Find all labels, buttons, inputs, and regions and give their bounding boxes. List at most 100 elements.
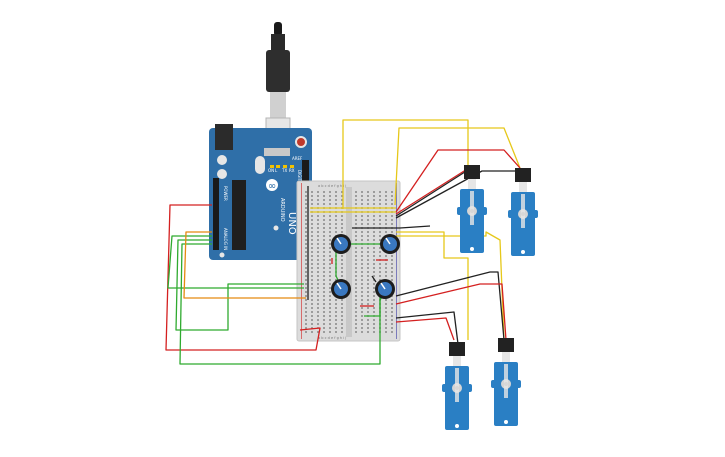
breadboard-hole bbox=[355, 319, 357, 321]
breadboard-hole bbox=[305, 195, 307, 197]
wire-yellow[interactable] bbox=[342, 119, 469, 209]
breadboard-hole bbox=[385, 219, 387, 221]
wire-black[interactable] bbox=[352, 225, 431, 229]
breadboard-hole bbox=[361, 303, 363, 305]
potentiometer[interactable] bbox=[331, 279, 351, 299]
breadboard-hole bbox=[385, 231, 387, 233]
wire-black[interactable] bbox=[395, 311, 459, 345]
breadboard-hole bbox=[341, 307, 343, 309]
breadboard-hole bbox=[341, 267, 343, 269]
breadboard-hole bbox=[317, 323, 319, 325]
breadboard-hole bbox=[329, 191, 331, 193]
breadboard-hole bbox=[391, 219, 393, 221]
reset-button[interactable] bbox=[295, 136, 307, 148]
breadboard-hole bbox=[385, 203, 387, 205]
breadboard-hole bbox=[391, 311, 393, 313]
wire-green[interactable] bbox=[167, 235, 304, 289]
microcontroller-chip bbox=[232, 180, 246, 250]
rx-led bbox=[290, 165, 294, 168]
breadboard-hole bbox=[317, 223, 319, 225]
wire-green[interactable] bbox=[179, 243, 381, 365]
power-rail-line bbox=[301, 183, 302, 339]
power-jack bbox=[215, 124, 233, 150]
breadboard-hole bbox=[373, 191, 375, 193]
breadboard-hole bbox=[317, 219, 319, 221]
breadboard[interactable]: a b c d e f g h i j a b c d e f g h i j bbox=[296, 180, 401, 342]
breadboard-hole bbox=[305, 247, 307, 249]
breadboard-hole bbox=[317, 203, 319, 205]
breadboard-hole bbox=[355, 259, 357, 261]
breadboard-hole bbox=[317, 283, 319, 285]
wire-black[interactable] bbox=[395, 271, 505, 341]
wire-red[interactable] bbox=[395, 165, 473, 215]
tx-led-label: TX bbox=[281, 168, 287, 173]
servo-motor[interactable] bbox=[442, 342, 472, 430]
wire-red[interactable] bbox=[395, 317, 455, 341]
breadboard-hole bbox=[361, 223, 363, 225]
wire-yellow[interactable] bbox=[396, 231, 505, 341]
wire-red[interactable] bbox=[395, 283, 507, 341]
wire-yellow[interactable] bbox=[396, 231, 469, 340]
breadboard-hole bbox=[373, 215, 375, 217]
potentiometer[interactable] bbox=[380, 234, 400, 254]
breadboard-hole bbox=[341, 323, 343, 325]
wire-black[interactable] bbox=[395, 170, 522, 219]
wire-red[interactable] bbox=[165, 204, 321, 351]
breadboard-hole bbox=[355, 199, 357, 201]
breadboard-hole bbox=[329, 215, 331, 217]
breadboard-hole bbox=[341, 227, 343, 229]
breadboard-hole bbox=[391, 303, 393, 305]
breadboard-hole bbox=[305, 243, 307, 245]
breadboard-hole bbox=[367, 303, 369, 305]
breadboard-hole bbox=[355, 295, 357, 297]
breadboard-hole bbox=[335, 323, 337, 325]
breadboard-hole bbox=[379, 247, 381, 249]
potentiometer[interactable] bbox=[331, 234, 351, 254]
breadboard-hole bbox=[323, 247, 325, 249]
wire-green[interactable] bbox=[175, 239, 304, 331]
mount-hole bbox=[219, 252, 225, 258]
servo-motor[interactable] bbox=[491, 338, 521, 426]
breadboard-hole bbox=[305, 275, 307, 277]
breadboard-hole bbox=[323, 327, 325, 329]
breadboard-hole bbox=[317, 235, 319, 237]
breadboard-hole bbox=[305, 295, 307, 297]
breadboard-hole bbox=[329, 251, 331, 253]
breadboard-hole bbox=[329, 267, 331, 269]
breadboard-hole bbox=[361, 323, 363, 325]
breadboard-hole bbox=[355, 315, 357, 317]
breadboard-hole bbox=[385, 327, 387, 329]
breadboard-hole bbox=[385, 307, 387, 309]
potentiometer[interactable] bbox=[375, 279, 395, 299]
breadboard-hole bbox=[355, 191, 357, 193]
breadboard-hole bbox=[341, 331, 343, 333]
breadboard-hole bbox=[329, 319, 331, 321]
breadboard-hole bbox=[311, 259, 313, 261]
power-label: POWER bbox=[223, 186, 228, 201]
column-letters-bottom: a b c d e f g h i j bbox=[318, 336, 346, 340]
breadboard-hole bbox=[361, 287, 363, 289]
breadboard-hole bbox=[367, 307, 369, 309]
breadboard-hole bbox=[329, 271, 331, 273]
breadboard-hole bbox=[311, 263, 313, 265]
servo-motor[interactable] bbox=[457, 165, 487, 253]
breadboard-hole bbox=[355, 263, 357, 265]
servo-motor[interactable] bbox=[508, 168, 538, 256]
breadboard-hole bbox=[311, 215, 313, 217]
breadboard-hole bbox=[305, 255, 307, 257]
wire-yellow[interactable] bbox=[394, 127, 521, 206]
breadboard-hole bbox=[305, 271, 307, 273]
breadboard-hole bbox=[311, 331, 313, 333]
wire-black[interactable] bbox=[395, 169, 469, 217]
wire-black[interactable] bbox=[371, 275, 377, 283]
breadboard-hole bbox=[355, 251, 357, 253]
wire-orange[interactable] bbox=[183, 231, 306, 299]
breadboard-hole bbox=[311, 223, 313, 225]
breadboard-hole bbox=[305, 315, 307, 317]
breadboard-hole bbox=[355, 291, 357, 293]
breadboard-hole bbox=[341, 299, 343, 301]
breadboard-hole bbox=[367, 223, 369, 225]
breadboard-hole bbox=[305, 323, 307, 325]
wire-red[interactable] bbox=[395, 149, 521, 213]
crystal bbox=[255, 156, 265, 174]
